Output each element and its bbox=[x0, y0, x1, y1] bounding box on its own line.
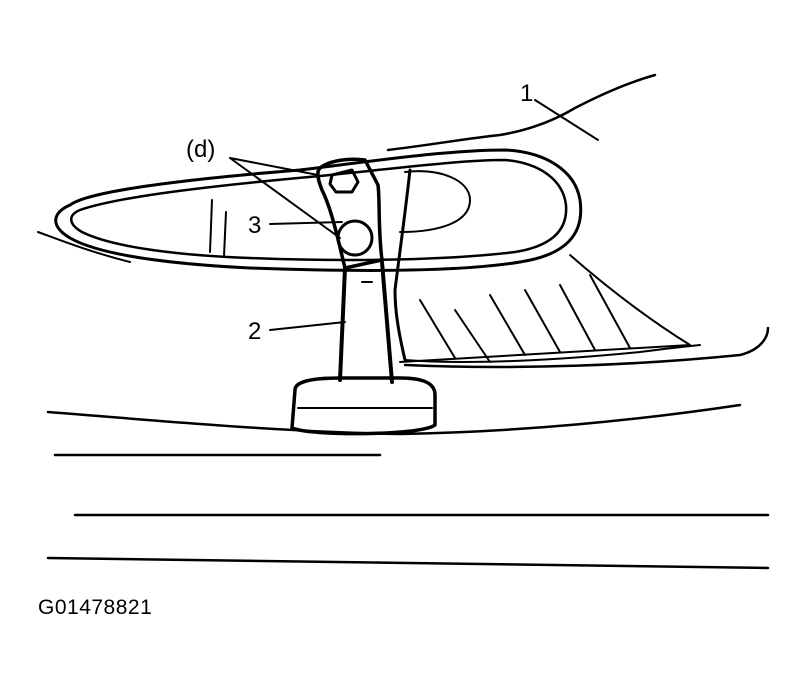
body-panel-edge bbox=[386, 73, 657, 152]
callout-d-leader-lower bbox=[229, 157, 341, 239]
figure-id: G01478821 bbox=[38, 596, 153, 619]
lower-bolt bbox=[336, 219, 374, 257]
glass-hatch-line bbox=[209, 199, 213, 253]
mirror-base bbox=[290, 376, 437, 436]
mirror-bracket bbox=[316, 157, 384, 270]
callout-3: 3 bbox=[248, 212, 262, 239]
door-frame-line bbox=[393, 168, 412, 362]
upper-bolt bbox=[328, 168, 360, 194]
callout-2: 2 bbox=[248, 318, 262, 345]
callout-1: 1 bbox=[520, 80, 534, 107]
glass-hatch-line bbox=[223, 211, 227, 257]
shadow-hatch bbox=[589, 274, 631, 349]
callout-d-leader-upper bbox=[229, 157, 319, 176]
callout-d: (d) bbox=[186, 136, 216, 163]
fender-edge-left bbox=[37, 231, 131, 263]
mirror-arm bbox=[338, 260, 394, 384]
shadow-bottom bbox=[404, 344, 701, 363]
shadow-hatch bbox=[524, 289, 561, 353]
body-curve-right bbox=[403, 326, 770, 369]
callout-3-leader bbox=[269, 221, 343, 225]
shadow-hatch bbox=[559, 284, 596, 351]
callout-1-leader bbox=[534, 99, 599, 141]
shadow-hatch bbox=[454, 309, 491, 363]
shadow-area-outline bbox=[399, 254, 691, 363]
shadow-hatch bbox=[419, 299, 456, 359]
shadow-hatch bbox=[489, 294, 526, 356]
door-line bbox=[46, 556, 770, 570]
mirror-glass-arc bbox=[399, 170, 471, 233]
mirror-housing-outer bbox=[54, 148, 583, 272]
door-top-line bbox=[46, 403, 742, 436]
callout-2-leader bbox=[269, 321, 346, 331]
